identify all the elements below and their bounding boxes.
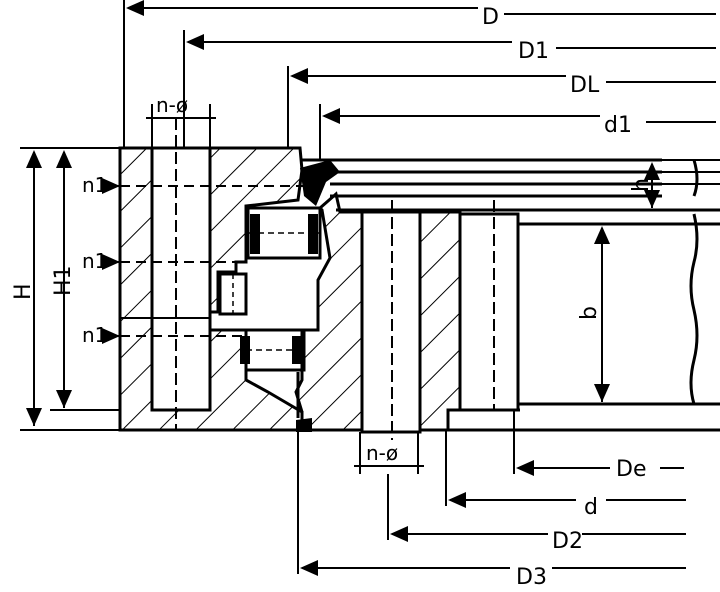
label-D1: D1	[518, 39, 549, 64]
label-D: D	[482, 5, 499, 30]
dim-d	[445, 430, 686, 508]
dim-D3	[297, 430, 686, 576]
upper-roller	[246, 206, 322, 260]
label-n1-middle: n1	[82, 249, 107, 273]
dim-De	[513, 410, 684, 476]
label-H: H	[11, 283, 36, 300]
dim-H1	[50, 150, 120, 411]
dim-d1	[319, 104, 716, 160]
dim-n-phi-top	[146, 104, 216, 148]
label-n1-bottom: n1	[82, 323, 107, 347]
label-DL: DL	[570, 73, 600, 98]
inner-ring	[294, 191, 462, 440]
lower-roller	[240, 328, 306, 372]
label-D2: D2	[552, 529, 583, 554]
label-h: h	[629, 178, 654, 192]
label-D3: D3	[516, 565, 547, 590]
dim-D1	[183, 30, 716, 148]
dim-D2	[387, 474, 686, 542]
label-H1: H1	[51, 265, 76, 296]
label-d1: d1	[604, 113, 632, 138]
bottom-seal	[296, 418, 312, 432]
label-d: d	[584, 495, 598, 520]
outer-ring	[118, 118, 310, 432]
label-n-phi-bottom: n-ø	[366, 441, 398, 465]
middle-roller	[218, 272, 248, 316]
label-b: b	[577, 306, 602, 320]
dim-DL	[287, 66, 716, 148]
dim-D	[123, 0, 716, 148]
label-n-phi-top: n-ø	[156, 93, 188, 117]
gear-section	[300, 158, 720, 432]
n1-arrows	[102, 178, 120, 344]
dim-n-phi-bottom	[354, 432, 424, 474]
outer-bolt-hole	[150, 146, 212, 412]
label-De: De	[616, 457, 646, 482]
label-n1-top: n1	[82, 173, 107, 197]
